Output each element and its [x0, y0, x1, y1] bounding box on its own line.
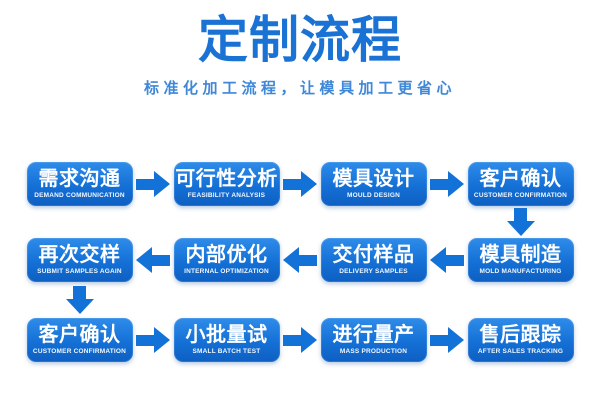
step-box-feasibility-analysis: 可行性分析 FEASIBILITY ANALYSIS	[173, 162, 280, 206]
step-label-en: INTERNAL OPTIMIZATION	[184, 268, 269, 275]
step-label-en: MASS PRODUCTION	[339, 348, 408, 355]
step-box-demand-communication: 需求沟通 DEMAND COMMUNICATION	[26, 162, 133, 206]
step-label-zh: 模具设计	[332, 168, 415, 190]
step-box-customer-confirmation-1: 客户确认 CUSTOMER CONFIRMATION	[467, 162, 574, 206]
step-label-en: MOULD DESIGN	[347, 192, 400, 199]
arrow-cell	[427, 162, 468, 206]
page-title: 定制流程	[198, 12, 402, 68]
step-box-internal-optimization: 内部优化 INTERNAL OPTIMIZATION	[173, 238, 280, 282]
step-label-zh: 交付样品	[332, 244, 415, 266]
step-label-en: DELIVERY SAMPLES	[339, 268, 408, 275]
step-label-zh: 可行性分析	[175, 168, 278, 190]
step-label-en: MOLD MANUFACTURING	[479, 268, 562, 275]
arrow-down-icon	[506, 208, 535, 236]
step-label-en: CUSTOMER CONFIRMATION	[473, 192, 568, 199]
step-label-zh: 售后跟踪	[479, 324, 562, 346]
step-box-mold-manufacturing: 模具制造 MOLD MANUFACTURING	[467, 238, 574, 282]
step-label-en: SUBMIT SAMPLES AGAIN	[37, 268, 122, 275]
arrow-cell	[133, 318, 174, 362]
step-box-customer-confirmation-2: 客户确认 CUSTOMER CONFIRMATION	[26, 318, 133, 362]
step-label-en: FEASIBILITY ANALYSIS	[187, 192, 266, 199]
arrow-right-icon	[136, 171, 170, 197]
step-label-zh: 内部优化	[185, 244, 268, 266]
step-label-zh: 进行量产	[332, 324, 415, 346]
step-label-zh: 需求沟通	[38, 168, 121, 190]
arrow-down-icon	[65, 286, 94, 314]
step-box-mould-design: 模具设计 MOULD DESIGN	[320, 162, 427, 206]
arrow-cell	[133, 238, 174, 282]
connector-cell	[27, 282, 133, 318]
step-box-mass-production: 进行量产 MASS PRODUCTION	[320, 318, 427, 362]
step-label-zh: 客户确认	[38, 324, 121, 346]
arrow-cell	[427, 238, 468, 282]
arrow-left-icon	[283, 247, 317, 273]
step-box-small-batch-test: 小批量试 SMALL BATCH TEST	[173, 318, 280, 362]
step-box-submit-samples-again: 再次交样 SUBMIT SAMPLES AGAIN	[26, 238, 133, 282]
connector-cell	[468, 206, 574, 238]
arrow-cell	[280, 162, 321, 206]
page-subtitle: 标准化加工流程，让模具加工更省心	[143, 80, 456, 97]
arrow-cell	[280, 238, 321, 282]
step-box-delivery-samples: 交付样品 DELIVERY SAMPLES	[320, 238, 427, 282]
step-label-zh: 再次交样	[38, 244, 121, 266]
arrow-right-icon	[430, 327, 464, 353]
arrow-right-icon	[136, 327, 170, 353]
step-box-after-sales-tracking: 售后跟踪 AFTER SALES TRACKING	[467, 318, 574, 362]
step-label-en: SMALL BATCH TEST	[192, 348, 261, 355]
step-label-zh: 模具制造	[479, 244, 562, 266]
step-label-zh: 小批量试	[185, 324, 268, 346]
arrow-left-icon	[430, 247, 464, 273]
arrow-right-icon	[283, 171, 317, 197]
arrow-cell	[280, 318, 321, 362]
arrow-right-icon	[430, 171, 464, 197]
arrow-right-icon	[283, 327, 317, 353]
arrow-left-icon	[136, 247, 170, 273]
page-header: 定制流程 标准化加工流程，让模具加工更省心	[0, 0, 600, 98]
step-label-zh: 客户确认	[479, 168, 562, 190]
arrow-cell	[427, 318, 468, 362]
process-flow-diagram: 需求沟通 DEMAND COMMUNICATION 可行性分析 FEASIBIL…	[0, 162, 600, 362]
step-label-en: DEMAND COMMUNICATION	[34, 192, 125, 199]
step-label-en: AFTER SALES TRACKING	[477, 348, 564, 355]
step-label-en: CUSTOMER CONFIRMATION	[32, 348, 127, 355]
arrow-cell	[133, 162, 174, 206]
